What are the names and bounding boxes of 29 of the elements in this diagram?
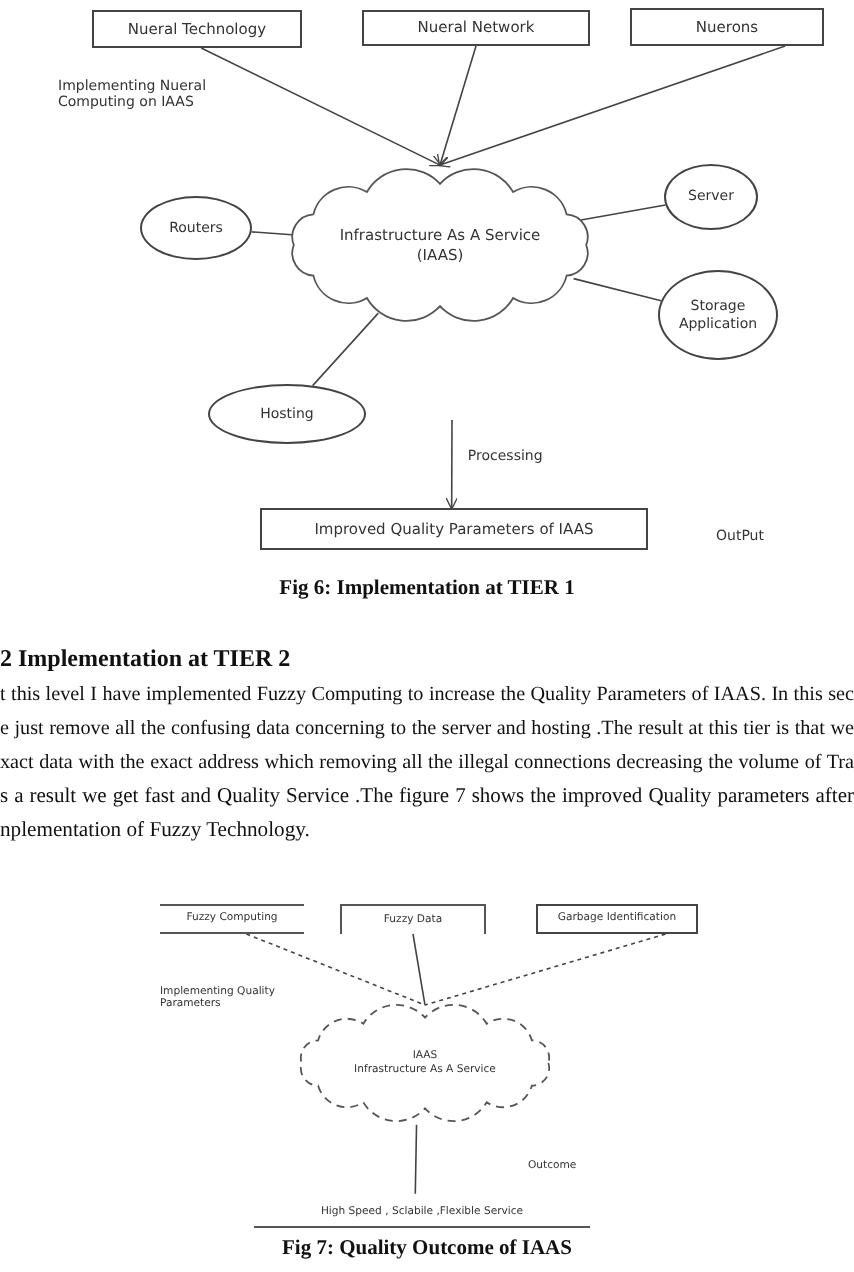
section-heading: 2 Implementation at TIER 2 (0, 644, 293, 673)
ellipse-node (140, 196, 252, 260)
arrow (445, 419, 458, 510)
figure-caption: Fig 7: Quality Outcome of IAAS (280, 1238, 574, 1264)
connector-line (311, 312, 380, 387)
figure-caption: Fig 6: Implementation at TIER 1 (277, 578, 577, 604)
process-box (260, 508, 648, 550)
paragraph-line: nplementation of Fuzzy Technology. (0, 820, 310, 846)
process-box (340, 904, 486, 934)
connector-line (250, 231, 293, 236)
process-box (362, 10, 590, 46)
connector-line (580, 204, 667, 221)
connector-line (414, 1123, 418, 1195)
paragraph-line: e just remove all the confusing data concerning to the server and hosting .The result at this tier is that we (0, 718, 854, 743)
paragraph-line: xact data with the exact address which removing all the illegal connections decreasing the volume of Tra (0, 752, 854, 777)
connector-line (412, 933, 426, 1006)
paragraph-line: t this level I have implemented Fuzzy Computing to increase the Quality Parameters of IAAS. In this sec (0, 684, 854, 709)
arrow (438, 45, 786, 168)
paragraph-line: s a result we get fast and Quality Service .The figure 7 shows the improved Quality parameters after (0, 786, 854, 812)
process-box (536, 904, 698, 934)
process-box (160, 904, 304, 934)
connector-line (424, 933, 667, 1006)
ellipse-node (664, 164, 758, 230)
process-box (630, 8, 824, 46)
connector-line (245, 933, 426, 1006)
arrow (436, 45, 477, 167)
arrow (200, 47, 442, 167)
process-box (92, 10, 302, 48)
connector-line (572, 277, 662, 302)
